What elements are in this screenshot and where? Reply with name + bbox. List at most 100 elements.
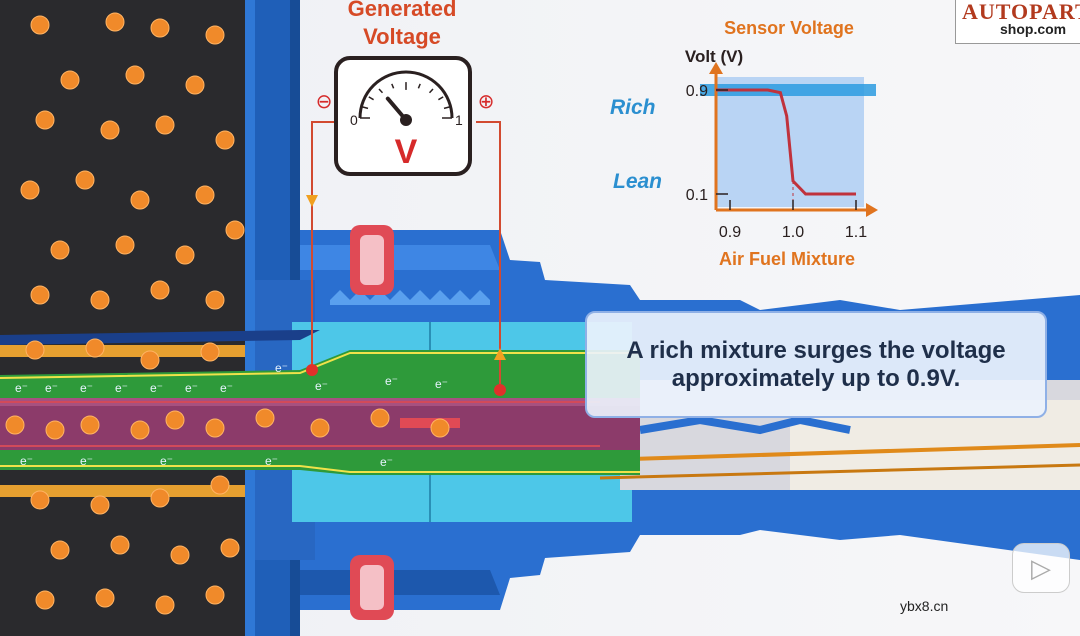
svg-text:e⁻: e⁻: [80, 381, 93, 395]
meter-unit-symbol: V: [395, 133, 418, 171]
svg-text:e⁻: e⁻: [20, 454, 33, 468]
zirconia-element: [0, 350, 640, 400]
play-icon: ▷: [1031, 553, 1051, 583]
chart-y-axis-label: Volt (V): [685, 47, 743, 66]
exhaust-gas-chamber: [0, 0, 245, 636]
chart-title: Sensor Voltage: [724, 18, 854, 38]
exhaust-particle: [5, 415, 25, 435]
exhaust-particle: [130, 420, 150, 440]
exhaust-particle: [150, 280, 170, 300]
exhaust-particles: [5, 12, 450, 615]
svg-text:e⁻: e⁻: [380, 455, 393, 469]
exhaust-particle: [125, 65, 145, 85]
chart-y-tick-label: 0.9: [686, 83, 708, 100]
meter-plus-terminal: ⊕: [478, 89, 495, 113]
svg-text:e⁻: e⁻: [115, 381, 128, 395]
chart-x-tick-label: 1.1: [845, 224, 867, 241]
exhaust-particle: [30, 15, 50, 35]
meter-tick: [391, 83, 395, 89]
svg-text:e⁻: e⁻: [45, 381, 58, 395]
exhaust-particle: [200, 342, 220, 362]
electron-labels: e⁻ e⁻ e⁻ e⁻ e⁻ e⁻ e⁻ e⁻ e⁻ e⁻ e⁻ e⁻ e⁻ e…: [15, 361, 448, 469]
exhaust-particle: [175, 245, 195, 265]
exhaust-particle: [215, 130, 235, 150]
exhaust-particle: [210, 475, 230, 495]
meter-scale-max: 1: [455, 112, 463, 128]
exhaust-particle: [90, 290, 110, 310]
exhaust-particle: [50, 240, 70, 260]
exhaust-particle: [155, 595, 175, 615]
chart-x-tick-label: 1.0: [782, 224, 804, 241]
rich-band: [700, 84, 876, 96]
svg-text:e⁻: e⁻: [160, 454, 173, 468]
exhaust-particle: [35, 590, 55, 610]
seal-clip-top: [350, 225, 394, 295]
svg-text:e⁻: e⁻: [150, 381, 163, 395]
seal-clip-bottom: [350, 555, 394, 620]
exhaust-particle: [105, 12, 125, 32]
svg-text:e⁻: e⁻: [220, 381, 233, 395]
exhaust-particle: [60, 70, 80, 90]
exhaust-particle: [85, 338, 105, 358]
exhaust-particle: [100, 120, 120, 140]
exhaust-particle: [370, 408, 390, 428]
exhaust-particle: [225, 220, 245, 240]
exhaust-particle: [25, 340, 45, 360]
svg-text:e⁻: e⁻: [435, 377, 448, 391]
meter-title-line2: Voltage: [363, 24, 441, 49]
svg-text:e⁻: e⁻: [15, 381, 28, 395]
watermark-text: ybx8.cn: [900, 598, 949, 614]
logo-line2: shop.com: [1000, 21, 1067, 37]
svg-text:e⁻: e⁻: [315, 379, 328, 393]
exhaust-particle: [310, 418, 330, 438]
meter-tick: [438, 96, 444, 101]
meter-tick: [362, 106, 369, 110]
exhaust-particle: [45, 420, 65, 440]
exhaust-particle: [35, 110, 55, 130]
brand-logo: AUTOPART shop.com: [955, 0, 1080, 44]
exhaust-particle: [195, 185, 215, 205]
exhaust-particle: [155, 115, 175, 135]
exhaust-particle: [130, 190, 150, 210]
exhaust-particle: [20, 180, 40, 200]
exhaust-particle: [110, 535, 130, 555]
exhaust-particle: [205, 418, 225, 438]
svg-text:e⁻: e⁻: [265, 454, 278, 468]
exhaust-particle: [50, 540, 70, 560]
chart-y-tick-label: 0.1: [686, 187, 708, 204]
exhaust-particle: [205, 585, 225, 605]
caption-box: A rich mixture surges the voltage approx…: [585, 311, 1047, 418]
exhaust-particle: [115, 235, 135, 255]
play-button[interactable]: ▷: [1012, 543, 1070, 593]
exhaust-particle: [220, 538, 240, 558]
meter-tick: [428, 88, 434, 94]
exhaust-particle: [185, 75, 205, 95]
exhaust-particle: [30, 285, 50, 305]
exhaust-particle: [90, 495, 110, 515]
meter-tick: [368, 96, 374, 101]
meter-minus-terminal: ⊖: [316, 89, 333, 113]
exhaust-particle: [170, 545, 190, 565]
voltmeter: Generated Voltage 0 1 V ⊖ ⊕: [316, 0, 495, 176]
svg-text:e⁻: e⁻: [80, 454, 93, 468]
logo-line1: AUTOPART: [962, 0, 1080, 24]
sensor-voltage-chart: Sensor Voltage Volt (V) 0.9 1.0 1.1 0.9 0.1…: [610, 18, 878, 269]
exhaust-particle: [30, 490, 50, 510]
exhaust-particle: [255, 408, 275, 428]
exhaust-particle: [205, 290, 225, 310]
meter-scale-min: 0: [350, 112, 358, 128]
exhaust-particle: [165, 410, 185, 430]
svg-text:e⁻: e⁻: [275, 361, 288, 375]
meter-tick: [443, 106, 450, 110]
exhaust-particle: [75, 170, 95, 190]
meter-title-line1: Generated: [348, 0, 457, 21]
chart-annot-lean: Lean: [613, 170, 662, 193]
exhaust-particle: [80, 415, 100, 435]
exhaust-particle: [150, 18, 170, 38]
exhaust-particle: [205, 25, 225, 45]
chart-x-tick-label: 0.9: [719, 224, 741, 241]
meter-tick: [417, 83, 421, 89]
svg-text:e⁻: e⁻: [385, 374, 398, 388]
